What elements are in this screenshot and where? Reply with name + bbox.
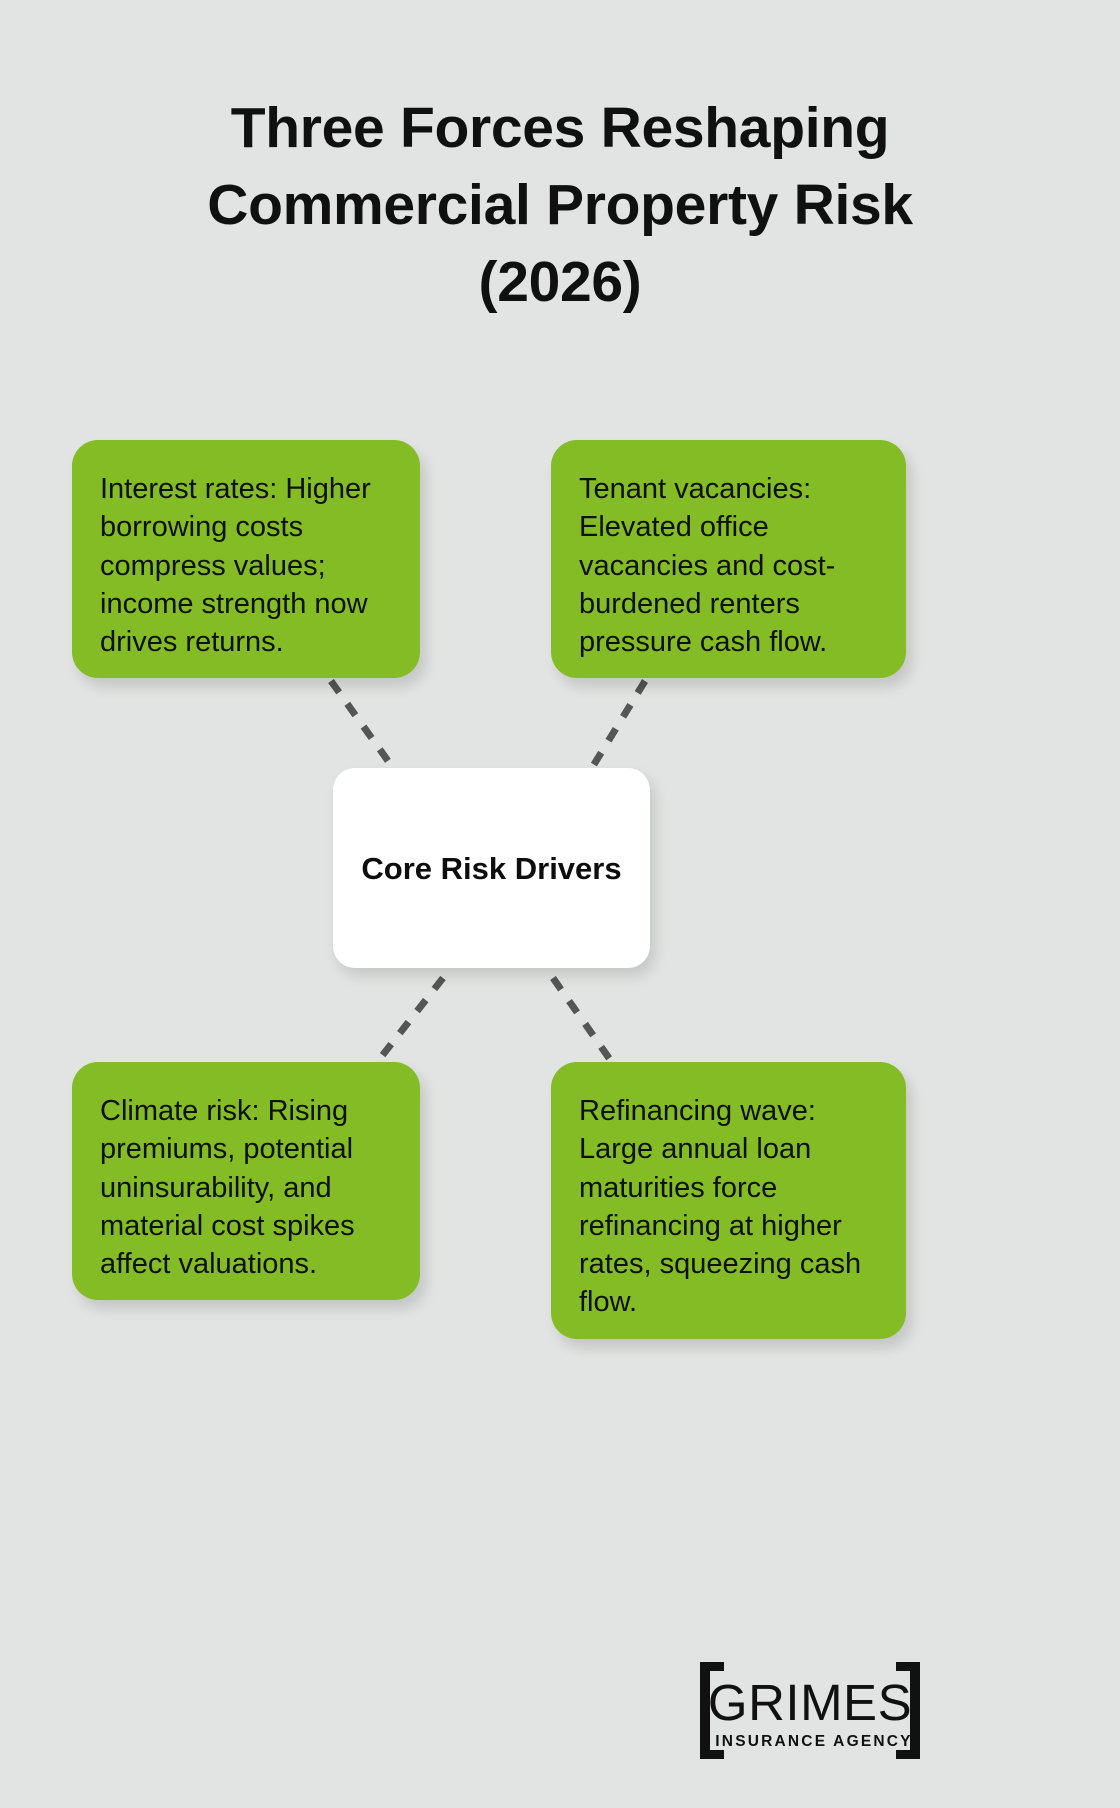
risk-card-climate-risk-text: Climate risk: Rising premiums, potential… [100,1095,355,1281]
risk-card-tenant-vacancies-text: Tenant vacancies: Elevated office vacanc… [579,473,836,659]
page-title-line-2: Commercial Property Risk [207,172,913,237]
page-title-line-1: Three Forces Reshaping [230,96,890,160]
logo-right-bracket [896,1662,920,1759]
grimes-insurance-agency-logo: GRIMES INSURANCE AGENCY [696,1660,924,1768]
logo-left-bracket [700,1662,724,1759]
page-title: Three Forces Reshaping Commercial Proper… [110,90,1010,321]
risk-card-refinancing-wave-text: Refinancing wave: Large annual loan matu… [579,1095,862,1319]
logo-tagline-text: INSURANCE AGENCY [715,1733,912,1750]
risk-card-interest-rates-text: Interest rates: Higher borrowing costs c… [100,473,371,659]
logo-brand-text: GRIMES [708,1674,912,1731]
risk-card-interest-rates[interactable]: Interest rates: Higher borrowing costs c… [72,440,420,678]
risk-card-tenant-vacancies[interactable]: Tenant vacancies: Elevated office vacanc… [551,440,906,678]
core-risk-drivers-node[interactable]: Core Risk Drivers [333,768,650,968]
risk-card-refinancing-wave[interactable]: Refinancing wave: Large annual loan matu… [551,1062,906,1339]
page-title-line-3: (2026) [478,249,642,314]
risk-card-climate-risk[interactable]: Climate risk: Rising premiums, potential… [72,1062,420,1300]
core-risk-drivers-label: Core Risk Drivers [361,850,622,886]
